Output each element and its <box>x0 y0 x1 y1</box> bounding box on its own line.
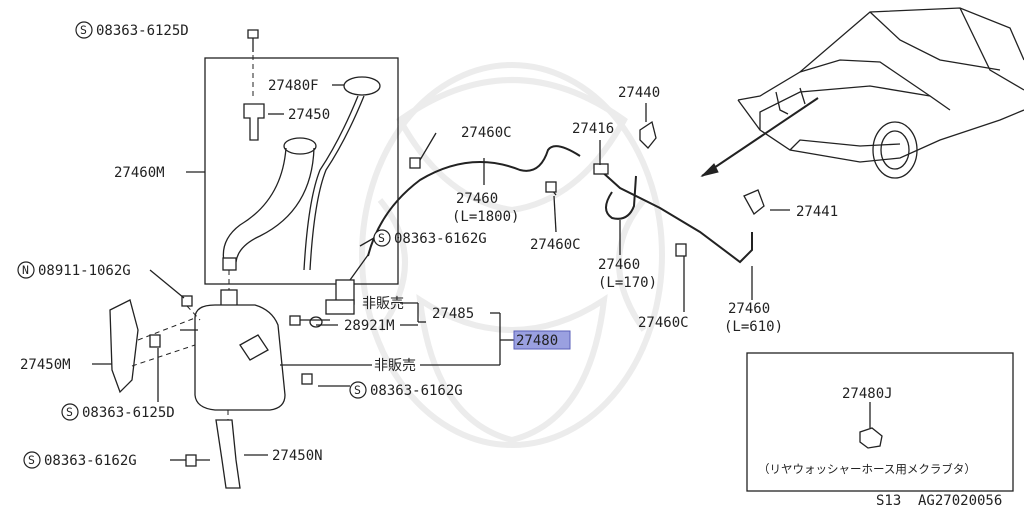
prefix-s: S <box>28 453 35 467</box>
label-assy-27485: 27485 <box>432 306 474 322</box>
label-hose-c-mid: 27460C <box>530 237 581 253</box>
label-bracket-m: 27450M <box>20 357 71 373</box>
clip-bottom <box>675 243 687 257</box>
highlight-box <box>513 330 571 350</box>
label-hose-170-length: (L=170) <box>598 275 657 291</box>
footer-model: S13 <box>876 493 901 509</box>
tank-part <box>180 289 286 411</box>
part-number: 08363-6125D <box>96 23 189 39</box>
label-screw-a: S 08363-6162G <box>373 229 487 247</box>
footer-code: AG27020056 <box>918 493 1002 509</box>
blind-cap-part <box>859 427 883 449</box>
label-bolt-bottom: S 08363-6125D <box>61 403 175 421</box>
label-hose-1800: 27460 <box>456 191 498 207</box>
label-seal: 28921M <box>344 318 395 334</box>
part-number: 08363-6162G <box>394 231 487 247</box>
small-bracket-part <box>243 103 265 141</box>
label-hose-610: 27460 <box>728 301 770 317</box>
prefix-n: N <box>22 263 29 277</box>
prefix-s: S <box>80 23 87 37</box>
label-nut-n: N 08911-1062G <box>17 261 131 279</box>
label-assy-27480: 27480 <box>516 333 558 349</box>
clip-mid <box>545 181 557 193</box>
part-number: 08911-1062G <box>38 263 131 279</box>
clip-top <box>409 157 421 169</box>
connector-part <box>593 163 609 175</box>
prefix-s: S <box>66 405 73 419</box>
label-screw-b: S 08363-6162G <box>349 381 463 399</box>
leader-lines <box>92 84 790 461</box>
prefix-s: S <box>354 383 361 397</box>
inset-caption: （リヤウォッシャーホース用メクラブタ） <box>758 462 976 476</box>
label-cap: 27480F <box>268 78 319 94</box>
screw-a-part <box>289 315 301 326</box>
label-nozzle-27441: 27441 <box>796 204 838 220</box>
label-filler-neck: 27460M <box>114 165 165 181</box>
inset-box: 27480J （リヤウォッシャーホース用メクラブタ） <box>746 352 1014 492</box>
screw-b-part <box>301 373 313 385</box>
label-hose-610-length: (L=610) <box>724 319 783 335</box>
label-not-for-sale-1: 非販売 <box>362 296 404 312</box>
filler-neck-part <box>222 137 317 290</box>
cap-part <box>303 76 381 271</box>
label-hose-170: 27460 <box>598 257 640 273</box>
car-illustration <box>700 7 1024 179</box>
inset-part-label: 27480J <box>842 386 893 402</box>
top-bolt-part <box>247 29 259 100</box>
label-hose-c-bottom: 27460C <box>638 315 689 331</box>
bracket-n-part <box>185 410 241 489</box>
label-bolt-top: S 08363-6125D <box>75 21 189 39</box>
part-number: 08363-6125D <box>82 405 175 421</box>
part-number: 08363-6162G <box>370 383 463 399</box>
label-bracket-n: 27450N <box>272 448 323 464</box>
watermark-emblem <box>359 62 665 448</box>
nozzle-27441-part <box>743 189 765 215</box>
nozzle-27440-part <box>639 120 657 149</box>
part-number: 08363-6162G <box>44 453 137 469</box>
label-nozzle-27440: 27440 <box>618 85 660 101</box>
label-connector: 27416 <box>572 121 614 137</box>
bracket-m-part <box>109 299 196 394</box>
filler-box <box>204 57 399 285</box>
label-assy-27480-highlighted: 27480 <box>513 330 571 350</box>
label-hose-c-top: 27460C <box>461 125 512 141</box>
label-hose-1800-length: (L=1800) <box>452 209 519 225</box>
label-bracket-small: 27450 <box>288 107 330 123</box>
label-not-for-sale-2: 非販売 <box>374 358 416 374</box>
label-screw-c: S 08363-6162G <box>23 451 137 469</box>
prefix-s: S <box>378 231 385 245</box>
